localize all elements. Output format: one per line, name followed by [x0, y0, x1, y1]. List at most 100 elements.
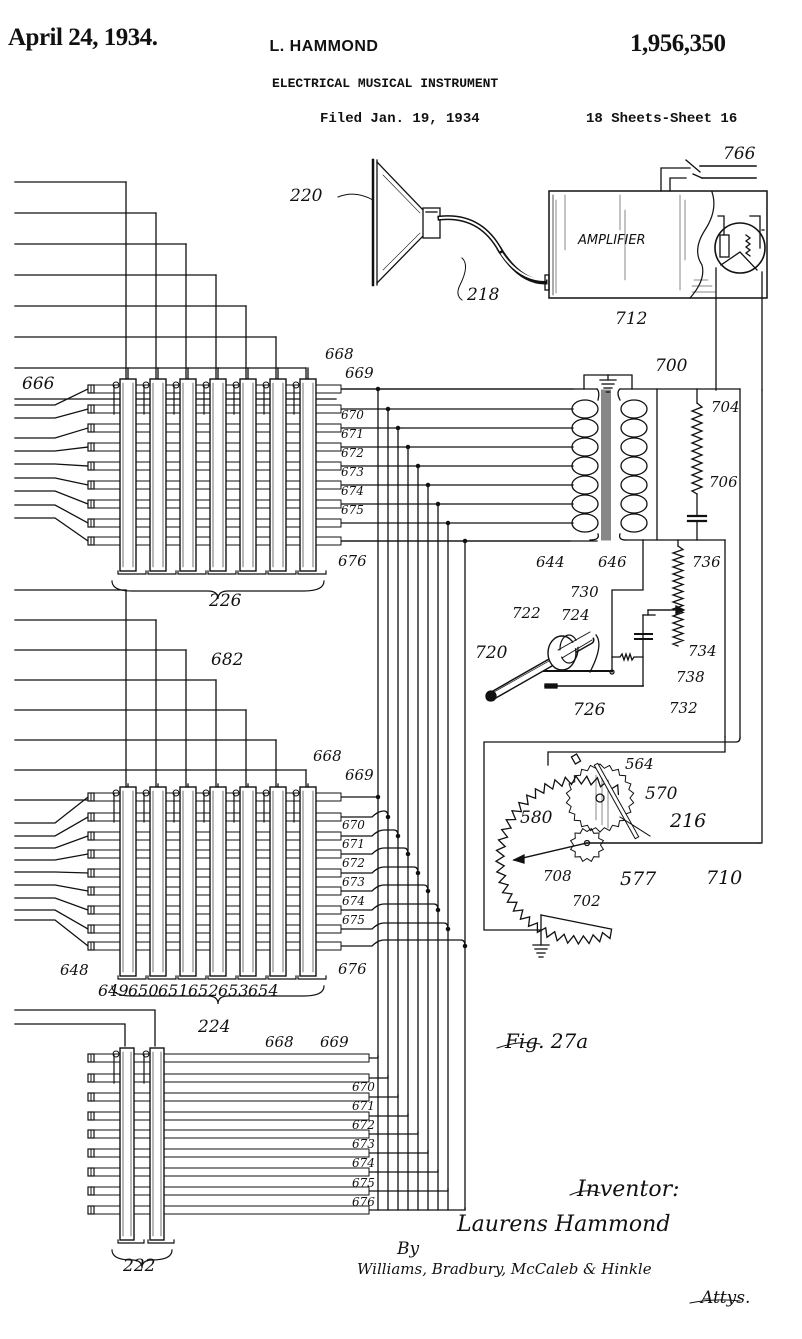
tone-filter: [642, 388, 741, 739]
output-transformer: [571, 374, 741, 541]
ref-652: 652: [188, 981, 219, 1000]
key-contact-bar: [119, 378, 137, 572]
ref-672: 672: [341, 446, 364, 460]
ref-673: 673: [342, 875, 365, 889]
ref-570: 570: [645, 784, 678, 804]
ref-216: 216: [669, 810, 706, 832]
middle-row-feed-1: [329, 810, 389, 818]
contact-mechanism: [485, 539, 686, 702]
key-contact-bar: [149, 1047, 165, 1241]
attys-caption: Attys.: [699, 1288, 750, 1308]
figure-label: Fig. 27a: [504, 1029, 588, 1053]
filed-date: Filed Jan. 19, 1934: [320, 111, 480, 127]
primary-coil-loop: [571, 475, 599, 495]
power-switch: [660, 159, 757, 192]
primary-coil-loop: [571, 513, 599, 533]
patent-date: April 24, 1934.: [8, 24, 158, 51]
ref-673: 673: [341, 465, 364, 479]
ref-580: 580: [520, 808, 553, 828]
ref-674: 674: [342, 894, 365, 908]
inventor-name: Laurens Hammond: [456, 1212, 670, 1237]
middle-row-feed-5: [329, 884, 429, 892]
ref-672: 672: [342, 856, 365, 870]
ref-669: 669: [345, 364, 374, 382]
amplifier-box: [548, 190, 768, 391]
primary-coil-loop: [571, 418, 599, 438]
contact-spring: [232, 789, 240, 797]
ref-668: 668: [265, 1033, 294, 1051]
bank-brace: [111, 580, 325, 600]
contact-spring: [112, 381, 120, 389]
ref-676: 676: [338, 552, 367, 570]
ref-649: 649: [98, 981, 129, 1000]
ref-646: 646: [598, 553, 627, 571]
secondary-coil-loop: [620, 456, 648, 476]
by-label: By: [396, 1239, 419, 1259]
key-contact-bar: [179, 378, 197, 572]
primary-coil-loop: [571, 494, 599, 514]
attorneys: Williams, Bradbury, McCaleb & Hinkle: [357, 1260, 652, 1278]
ref-671: 671: [342, 837, 365, 851]
ref-734: 734: [688, 642, 717, 660]
contact-spring: [202, 789, 210, 797]
bank-upper: [14, 367, 342, 600]
ref-702: 702: [572, 892, 601, 910]
sheet-count: 18 Sheets-Sheet 16: [586, 111, 738, 127]
lower-row-feed-6: [342, 1169, 439, 1173]
loudspeaker: [337, 158, 550, 301]
inventor-caption: Inventor:: [576, 1177, 680, 1202]
ref-766: 766: [723, 144, 756, 164]
contact-spring: [172, 381, 180, 389]
contact-spring: [142, 1050, 150, 1058]
staircase-wiring: [14, 181, 337, 400]
ref-675: 675: [341, 503, 364, 517]
ref-722: 722: [512, 604, 541, 622]
ref-726: 726: [573, 700, 606, 720]
secondary-coil-loop: [620, 437, 648, 457]
key-contact-bar: [179, 786, 197, 977]
key-contact-bar: [239, 378, 257, 572]
ref-224: 224: [197, 1017, 230, 1037]
ref-670: 670: [341, 408, 364, 422]
ref-675: 675: [352, 1176, 375, 1190]
key-contact-bar: [209, 378, 227, 572]
swell-pedal-rheostat: [483, 389, 763, 958]
middle-row-feed-7: [329, 922, 449, 930]
contact-spring: [112, 1050, 120, 1058]
ref-672: 672: [352, 1118, 375, 1132]
ref-724: 724: [561, 606, 590, 624]
ref-674: 674: [341, 484, 364, 498]
ref-218: 218: [466, 285, 500, 305]
lower-row-feed-7: [342, 1188, 449, 1192]
patent-number: 1,956,350: [630, 30, 726, 57]
secondary-coil-loop: [620, 513, 648, 533]
bank-middle: [14, 783, 342, 1005]
ref-220: 220: [289, 186, 323, 206]
key-contact-bar: [149, 378, 167, 572]
key-contact-bar: [119, 786, 137, 977]
ref-668: 668: [325, 345, 354, 363]
ref-710: 710: [706, 867, 742, 889]
ref-670: 670: [352, 1080, 375, 1094]
ref-670: 670: [342, 818, 365, 832]
ref-666: 666: [22, 374, 55, 394]
contact-spring: [202, 381, 210, 389]
key-contact-bar: [149, 786, 167, 977]
ref-650: 650: [128, 981, 159, 1000]
ref-675: 675: [342, 913, 365, 927]
ref-673: 673: [352, 1137, 375, 1151]
secondary-coil-loop: [620, 418, 648, 438]
bank-brace: [111, 1249, 173, 1269]
ref-736: 736: [692, 553, 721, 571]
secondary-coil-loop: [620, 494, 648, 514]
contact-spring: [262, 381, 270, 389]
key-contact-bar: [299, 378, 317, 572]
ref-648: 648: [60, 961, 89, 979]
middle-row-feed-3: [329, 847, 409, 855]
ref-720: 720: [475, 643, 508, 663]
ref-674: 674: [352, 1156, 375, 1170]
ref-668: 668: [313, 747, 342, 765]
ref-706: 706: [709, 473, 738, 491]
patent-title: ELECTRICAL MUSICAL INSTRUMENT: [272, 76, 499, 91]
bank-brace: [111, 985, 325, 1005]
